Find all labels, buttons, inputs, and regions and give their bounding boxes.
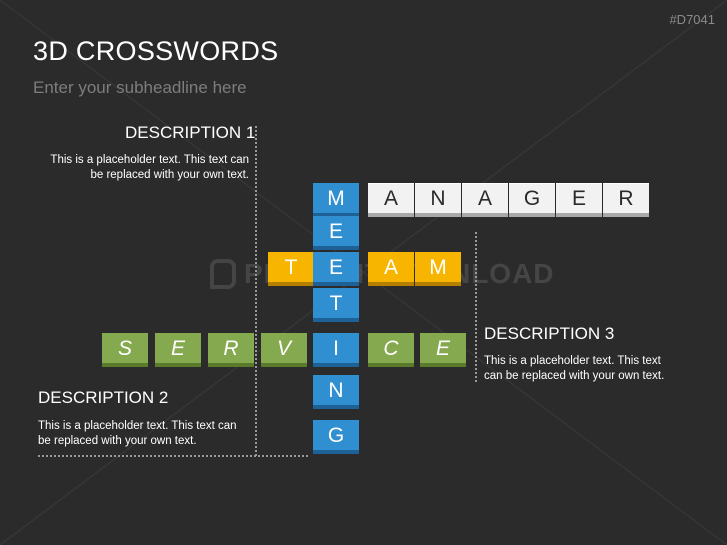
tile-service-6: C [368,333,414,363]
tile-manager-2: A [368,183,414,213]
tile-service-5-meeting-5: I [313,333,359,363]
tile-meeting-4: T [313,288,359,318]
description-1-title: DESCRIPTION 1 [125,123,256,142]
tile-meeting-6: N [313,375,359,405]
tile-team-2-meeting-3: E [313,252,359,282]
description-2-connector [38,455,308,457]
description-1-connector [255,126,257,456]
tile-manager-7: R [603,183,649,213]
description-3-text: This is a placeholder text. This text ca… [484,354,664,384]
tile-manager-6: E [556,183,602,213]
tile-service-3: R [208,333,254,363]
tile-meeting-1: M [313,183,359,213]
tile-team-3: A [368,252,414,282]
slide-title: 3D CROSSWORDS [33,36,279,66]
tile-manager-3: N [415,183,461,213]
tile-manager-5: G [509,183,555,213]
tile-meeting-2: E [313,216,359,246]
tile-meeting-7: G [313,420,359,450]
description-2-title: DESCRIPTION 2 [38,388,169,407]
tile-team-4: M [415,252,461,282]
description-1-line-1: This is a placeholder text. This text ca… [50,154,249,166]
description-3-connector [475,232,477,382]
watermark-logo-icon [210,259,236,289]
tile-service-2: E [155,333,201,363]
description-2-line-2: be replaced with your own text. [38,435,197,447]
tile-service-1: S [102,333,148,363]
tile-manager-4: A [462,183,508,213]
slide-subtitle: Enter your subheadline here [33,78,247,97]
tile-service-7: E [420,333,466,363]
description-1-line-2: be replaced with your own text. [90,169,249,181]
description-2-line-1: This is a placeholder text. This text ca… [38,420,237,432]
tile-team-1: T [268,252,314,282]
description-3-line-1: This is a placeholder text. This text [484,355,661,367]
tile-service-4: V [261,333,307,363]
slide-code: #D7041 [669,12,715,27]
description-2-text: This is a placeholder text. This text ca… [38,419,237,449]
description-3-line-2: can be replaced with your own text. [484,370,665,382]
description-3-title: DESCRIPTION 3 [484,324,615,343]
description-1-text: This is a placeholder text. This text ca… [50,153,249,183]
